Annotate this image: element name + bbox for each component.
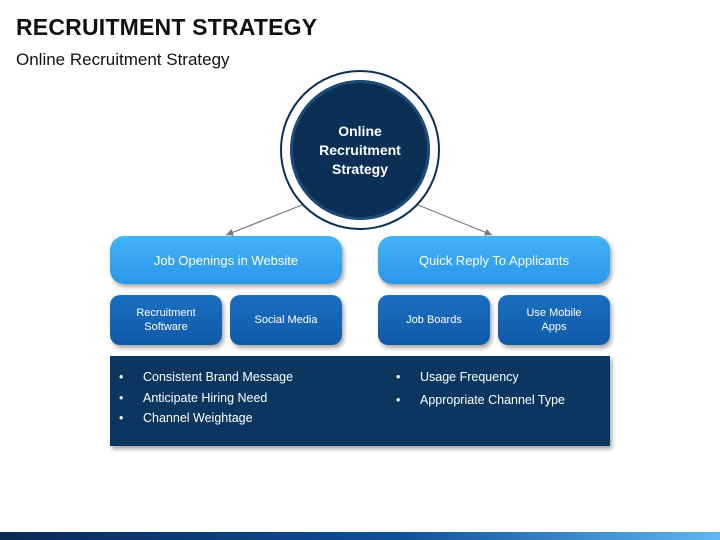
bullet-item: Anticipate Hiring Need	[119, 391, 293, 412]
slide-subtitle: Online Recruitment Strategy	[16, 50, 230, 69]
details-panel: Consistent Brand Message Anticipate Hiri…	[110, 356, 610, 446]
branch-label: Job Openings in Website	[153, 252, 299, 268]
hub-circle: Online Recruitment Strategy	[290, 80, 430, 220]
connector-right	[417, 204, 493, 236]
hub-label: Online Recruitment Strategy	[319, 122, 401, 177]
sub-label: Recruitment Software	[136, 307, 196, 333]
bullet-item: Usage Frequency	[396, 370, 565, 393]
bullet-item: Consistent Brand Message	[119, 370, 293, 391]
sub-label: Use Mobile Apps	[526, 307, 582, 333]
sub-job-boards[interactable]: Job Boards	[378, 295, 490, 345]
slide-title: RECRUITMENT STRATEGY	[16, 14, 318, 40]
sub-label: Social Media	[254, 314, 318, 326]
branch-job-openings[interactable]: Job Openings in Website	[110, 236, 342, 284]
connector-left	[225, 204, 303, 236]
sub-label: Job Boards	[406, 314, 462, 326]
sub-recruitment-software[interactable]: Recruitment Software	[110, 295, 222, 345]
branch-quick-reply[interactable]: Quick Reply To Applicants	[378, 236, 610, 284]
bottom-accent-bar	[0, 532, 720, 540]
sub-social-media[interactable]: Social Media	[230, 295, 342, 345]
bullet-item: Appropriate Channel Type	[396, 393, 565, 416]
right-bullet-list: Usage Frequency Appropriate Channel Type	[396, 370, 565, 416]
branch-label: Quick Reply To Applicants	[418, 252, 570, 268]
sub-mobile-apps[interactable]: Use Mobile Apps	[498, 295, 610, 345]
bullet-item: Channel Weightage	[119, 411, 293, 432]
left-bullet-list: Consistent Brand Message Anticipate Hiri…	[119, 370, 293, 432]
